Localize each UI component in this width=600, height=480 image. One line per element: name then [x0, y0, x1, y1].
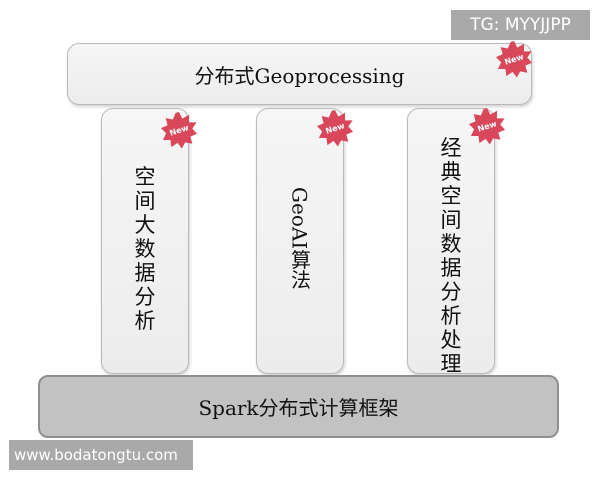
- pillar-geoai-algorithms: GeoAI算法: [256, 108, 344, 374]
- watermark-website: www.bodatongtu.com: [9, 440, 193, 470]
- watermark-telegram: TG: MYYJJPP: [451, 10, 590, 40]
- spark-framework-layer: Spark分布式计算框架: [38, 375, 559, 438]
- pillar-label: GeoAI算法: [287, 187, 312, 290]
- new-badge-icon: New: [160, 111, 198, 149]
- pillar-label: 空间大数据分析: [134, 165, 156, 333]
- new-badge-icon: New: [468, 107, 506, 145]
- new-badge-icon: New: [316, 109, 354, 147]
- geoprocessing-label: 分布式Geoprocessing: [194, 63, 405, 88]
- geoprocessing-layer: 分布式Geoprocessing: [67, 43, 532, 105]
- spark-label: Spark分布式计算框架: [198, 396, 399, 420]
- new-badge-icon: New: [495, 40, 533, 78]
- pillar-label: 经典空间数据分析处理: [440, 136, 462, 376]
- pillar-classic-spatial-data-processing: 经典空间数据分析处理: [407, 108, 495, 376]
- pillar-spatial-big-data-analysis: 空间大数据分析: [101, 108, 189, 374]
